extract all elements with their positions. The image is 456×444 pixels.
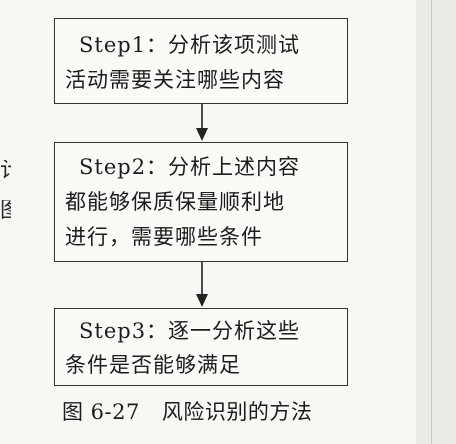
arrow-down-icon <box>196 104 208 141</box>
step-2-line-1: Step2：分析上述内容 <box>79 155 301 179</box>
step-2-line-2: 都能够保质保量顺利地 <box>65 190 285 214</box>
figure-caption: 图 6-27 风险识别的方法 <box>62 402 312 423</box>
flowchart-step-1: Step1：分析该项测试 活动需要关注哪些内容 <box>54 18 348 104</box>
step-3-line-1: Step3：逐一分析这些 <box>79 319 301 343</box>
step-1-line-2: 活动需要关注哪些内容 <box>65 68 285 92</box>
arrow-down-icon <box>196 262 208 307</box>
margin-text-fragment-2: 图 <box>0 200 11 222</box>
adjacent-page-edge <box>416 0 456 444</box>
margin-text-fragment-1: 计 <box>0 160 11 182</box>
step-1-line-1: Step1：分析该项测试 <box>79 33 301 57</box>
step-2-line-3: 进行，需要哪些条件 <box>65 225 263 249</box>
step-3-line-2: 条件是否能够满足 <box>65 353 241 377</box>
page-gutter-line <box>431 0 432 444</box>
flowchart-step-3: Step3：逐一分析这些 条件是否能够满足 <box>54 308 348 386</box>
figure-number: 图 6-27 <box>62 400 140 424</box>
flowchart-step-2: Step2：分析上述内容 都能够保质保量顺利地 进行，需要哪些条件 <box>54 142 348 262</box>
figure-title: 风险识别的方法 <box>161 400 313 424</box>
